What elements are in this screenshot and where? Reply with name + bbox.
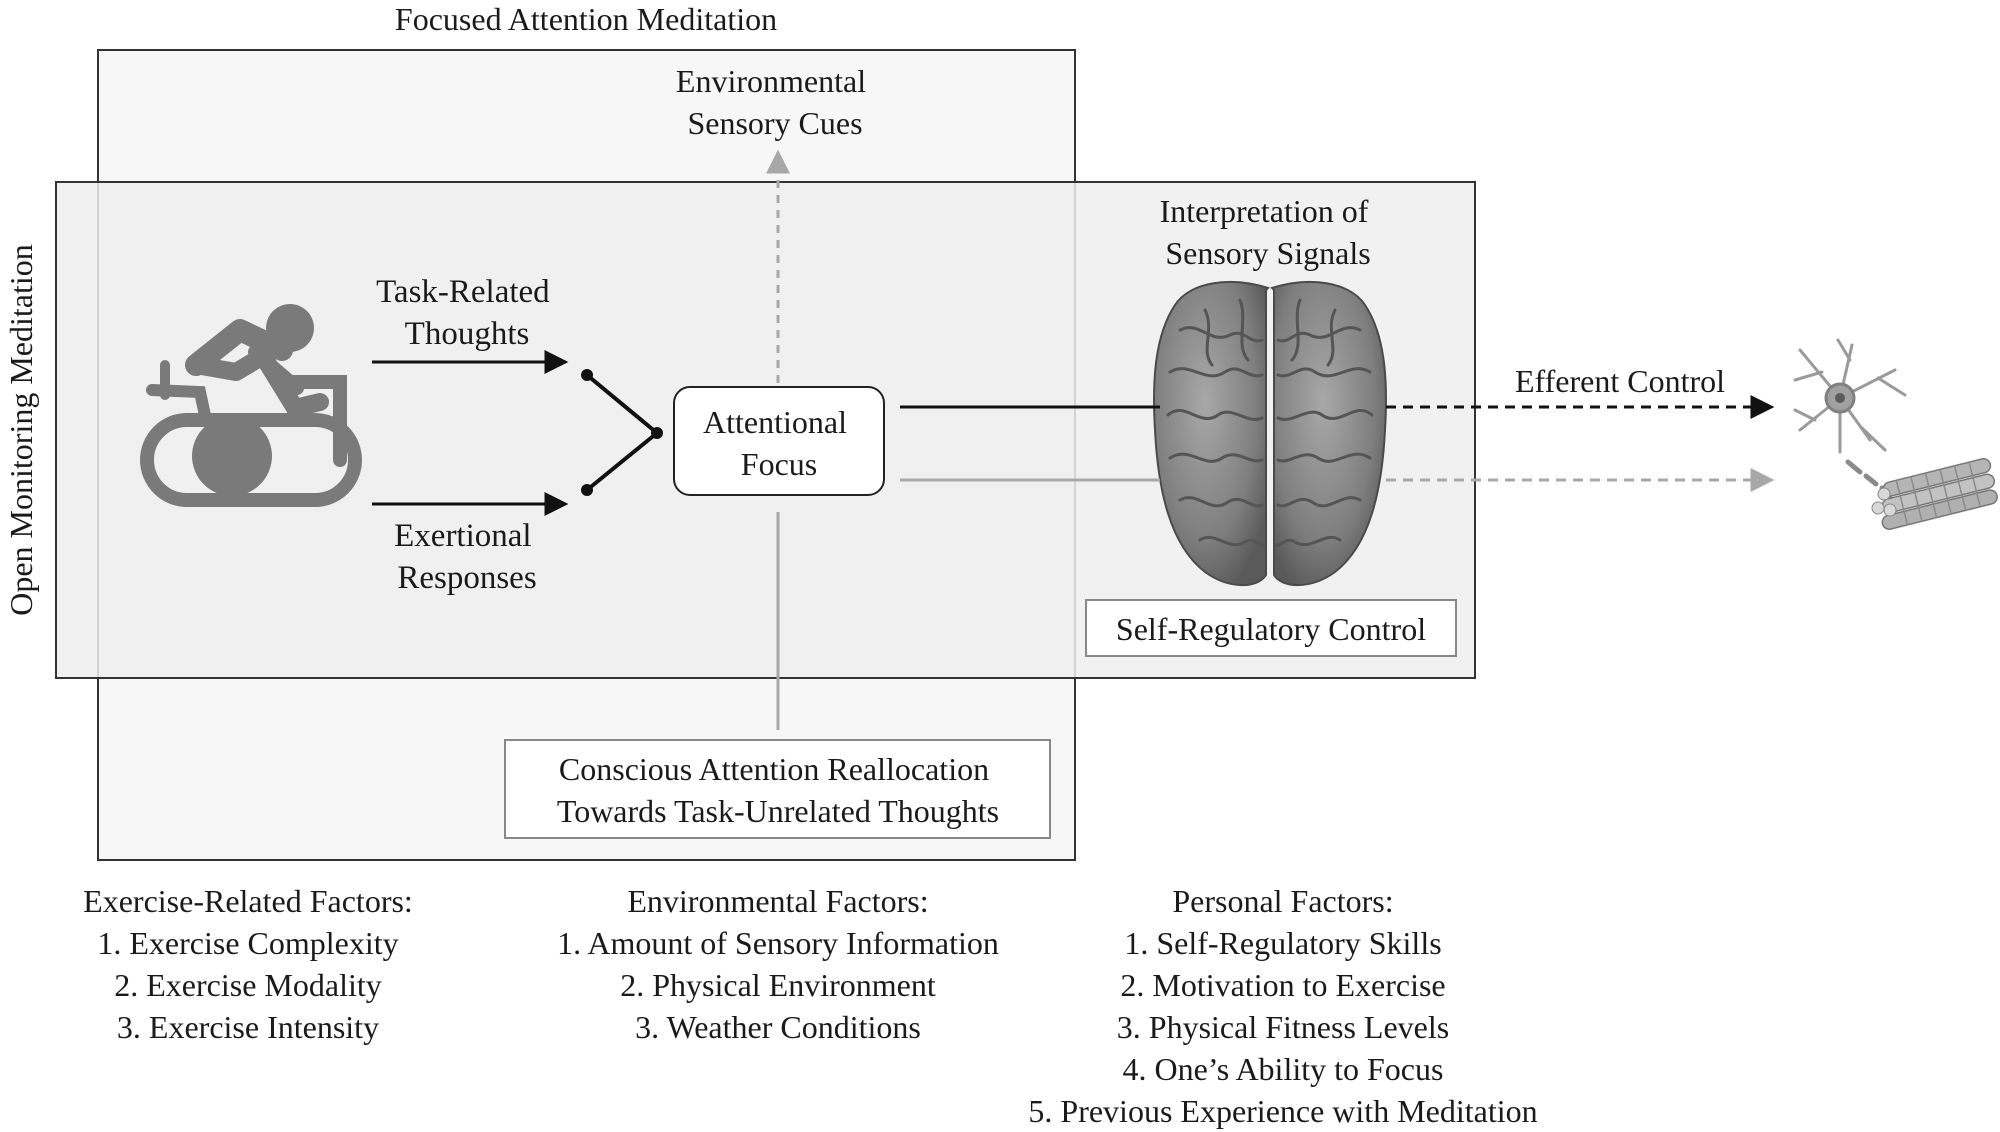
efferent-control-label: Efferent Control: [1515, 363, 1725, 399]
muscle-fiber-icon: [1871, 458, 1998, 530]
environmental-factor-item: 3. Weather Conditions: [635, 1009, 921, 1045]
exercise-factor-item: 2. Exercise Modality: [114, 967, 381, 1003]
attentional-focus-box: [673, 386, 885, 496]
personal-factor-item: 4. One’s Ability to Focus: [1123, 1051, 1444, 1087]
personal-factor-item: 1. Self-Regulatory Skills: [1124, 925, 1441, 961]
exercise-bike-icon: [140, 304, 362, 507]
personal-factor-item: 3. Physical Fitness Levels: [1117, 1009, 1449, 1045]
brain-icon: [1153, 281, 1387, 587]
open-monitoring-label: Open Monitoring Meditation: [3, 244, 39, 616]
environmental-factor-item: 2. Physical Environment: [620, 967, 936, 1003]
environmental-factor-item: 1. Amount of Sensory Information: [557, 925, 999, 961]
exertional-label: Exertional Responses: [394, 518, 540, 596]
personal-factors-title: Personal Factors:: [1172, 883, 1393, 919]
personal-factors: Personal Factors: 1. Self-Regulatory Ski…: [1028, 883, 1537, 1129]
personal-factor-item: 2. Motivation to Exercise: [1120, 967, 1445, 1003]
exercise-factor-item: 1. Exercise Complexity: [97, 925, 398, 961]
self-regulatory-box: [1085, 599, 1457, 657]
task-related-label: Task-Related Thoughts: [376, 274, 558, 352]
personal-factor-item: 5. Previous Experience with Meditation: [1028, 1093, 1537, 1129]
conscious-realloc-box: [504, 739, 1051, 839]
exercise-factors-title: Exercise-Related Factors:: [83, 883, 413, 919]
exercise-factor-item: 3. Exercise Intensity: [117, 1009, 379, 1045]
attentional-focus-label: Attentional Focus: [703, 404, 855, 482]
focused-attention-label: Focused Attention Meditation: [395, 1, 777, 37]
environmental-factors-title: Environmental Factors:: [627, 883, 928, 919]
exercise-factors: Exercise-Related Factors: 1. Exercise Co…: [83, 883, 413, 1045]
environmental-cues-label: Environmental Sensory Cues: [676, 63, 874, 141]
neuron-icon: [1793, 338, 1907, 499]
interpretation-label: Interpretation of Sensory Signals: [1160, 193, 1377, 271]
environmental-factors: Environmental Factors: 1. Amount of Sens…: [557, 883, 999, 1045]
attention-switch: [581, 369, 663, 496]
conscious-realloc-label: Conscious Attention Reallocation Towards…: [557, 751, 999, 829]
self-regulatory-label: Self-Regulatory Control: [1116, 611, 1426, 647]
